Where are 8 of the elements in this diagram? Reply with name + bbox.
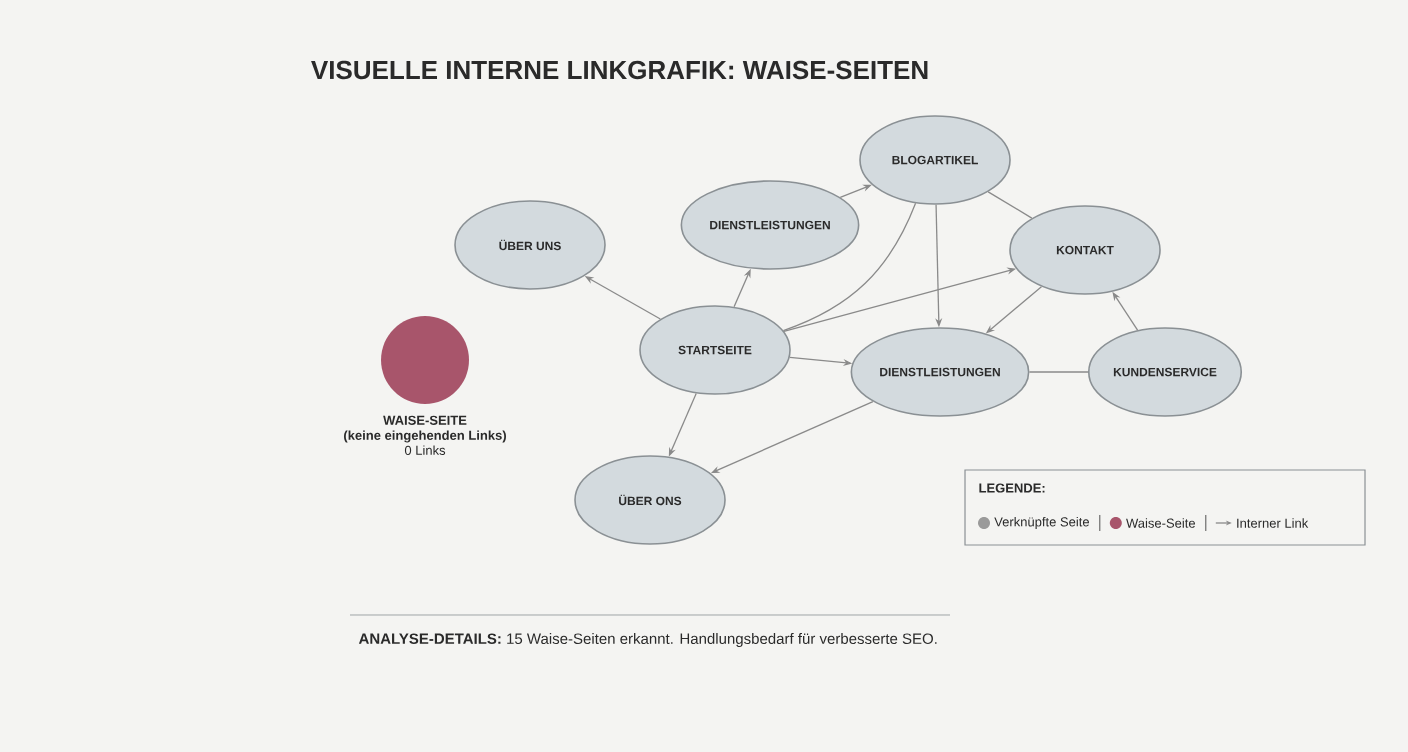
orphan-page-circle: [381, 316, 469, 404]
legend-text: Waise-Seite: [1126, 518, 1195, 528]
title: VISUELLE INTERNE LINKGRAFIK: WAISE-SEITEN: [311, 60, 928, 80]
legend-heading: LEGENDE:: [979, 483, 1045, 493]
legend-text: Interner Link: [1237, 518, 1309, 528]
legend-text: Verknüpfte Seite: [994, 516, 1089, 530]
analysis-note: ANALYSE-DETAILS: 15 Waise-Seiten erkannt. Handlungsbedarf für verbesserte SEO.: [358, 633, 937, 647]
orphan-caption: WAISE-SEITE (keine eingehenden Links) 0 Links: [344, 415, 506, 455]
